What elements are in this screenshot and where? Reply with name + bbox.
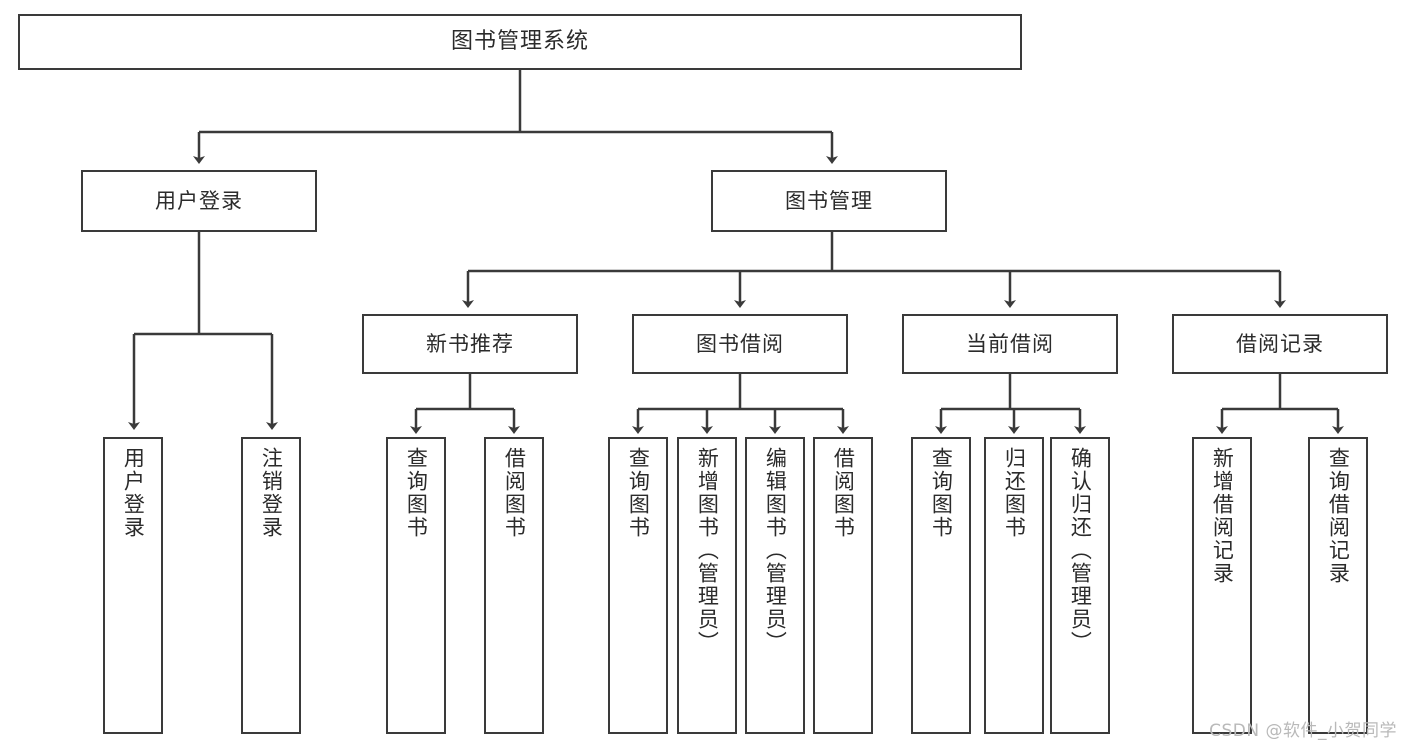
node-label: 图书管理系统: [450, 29, 589, 55]
node-label: 查询图书: [626, 447, 651, 539]
node-label: 查询图书: [404, 447, 429, 539]
node-label: 用户登录: [121, 447, 146, 539]
node-label: 归还图书: [1002, 447, 1027, 539]
node-label: 新增图书（管理员）: [695, 447, 720, 654]
node-label: 查询图书: [929, 447, 954, 539]
node-borrowing-record[interactable]: 借阅记录: [1172, 314, 1388, 374]
node-new-book-recommendation[interactable]: 新书推荐: [362, 314, 578, 374]
node-label: 注销登录: [259, 447, 284, 539]
node-leaf-logout[interactable]: 注销登录: [241, 437, 301, 734]
node-current-borrowing[interactable]: 当前借阅: [902, 314, 1118, 374]
node-leaf-br-query-record[interactable]: 查询借阅记录: [1308, 437, 1368, 734]
node-leaf-bb-add-book[interactable]: 新增图书（管理员）: [677, 437, 737, 734]
node-book-management[interactable]: 图书管理: [711, 170, 947, 232]
node-leaf-user-login[interactable]: 用户登录: [103, 437, 163, 734]
node-label: 查询借阅记录: [1326, 447, 1351, 585]
node-leaf-br-add-record[interactable]: 新增借阅记录: [1192, 437, 1252, 734]
node-label: 当前借阅: [966, 331, 1054, 356]
node-label: 借阅图书: [502, 447, 527, 539]
node-leaf-rec-query-book[interactable]: 查询图书: [386, 437, 446, 734]
node-leaf-bb-query-book[interactable]: 查询图书: [608, 437, 668, 734]
node-leaf-cb-query-book[interactable]: 查询图书: [911, 437, 971, 734]
node-label: 新书推荐: [426, 331, 514, 356]
node-book-borrowing[interactable]: 图书借阅: [632, 314, 848, 374]
node-label: 借阅记录: [1236, 331, 1324, 356]
node-leaf-cb-return-book[interactable]: 归还图书: [984, 437, 1044, 734]
watermark: CSDN @软件_小贺同学: [1209, 721, 1397, 741]
node-root-book-management-system[interactable]: 图书管理系统: [18, 14, 1022, 70]
node-leaf-bb-borrow-book[interactable]: 借阅图书: [813, 437, 873, 734]
node-leaf-rec-borrow-book[interactable]: 借阅图书: [484, 437, 544, 734]
node-user-login[interactable]: 用户登录: [81, 170, 317, 232]
node-leaf-cb-confirm-return[interactable]: 确认归还（管理员）: [1050, 437, 1110, 734]
node-label: 借阅图书: [831, 447, 856, 539]
node-label: 确认归还（管理员）: [1068, 447, 1093, 654]
node-label: 编辑图书（管理员）: [763, 447, 788, 654]
node-label: 新增借阅记录: [1210, 447, 1235, 585]
node-label: 用户登录: [155, 188, 243, 213]
node-label: 图书管理: [785, 188, 873, 213]
node-leaf-bb-edit-book[interactable]: 编辑图书（管理员）: [745, 437, 805, 734]
node-label: 图书借阅: [696, 331, 784, 356]
